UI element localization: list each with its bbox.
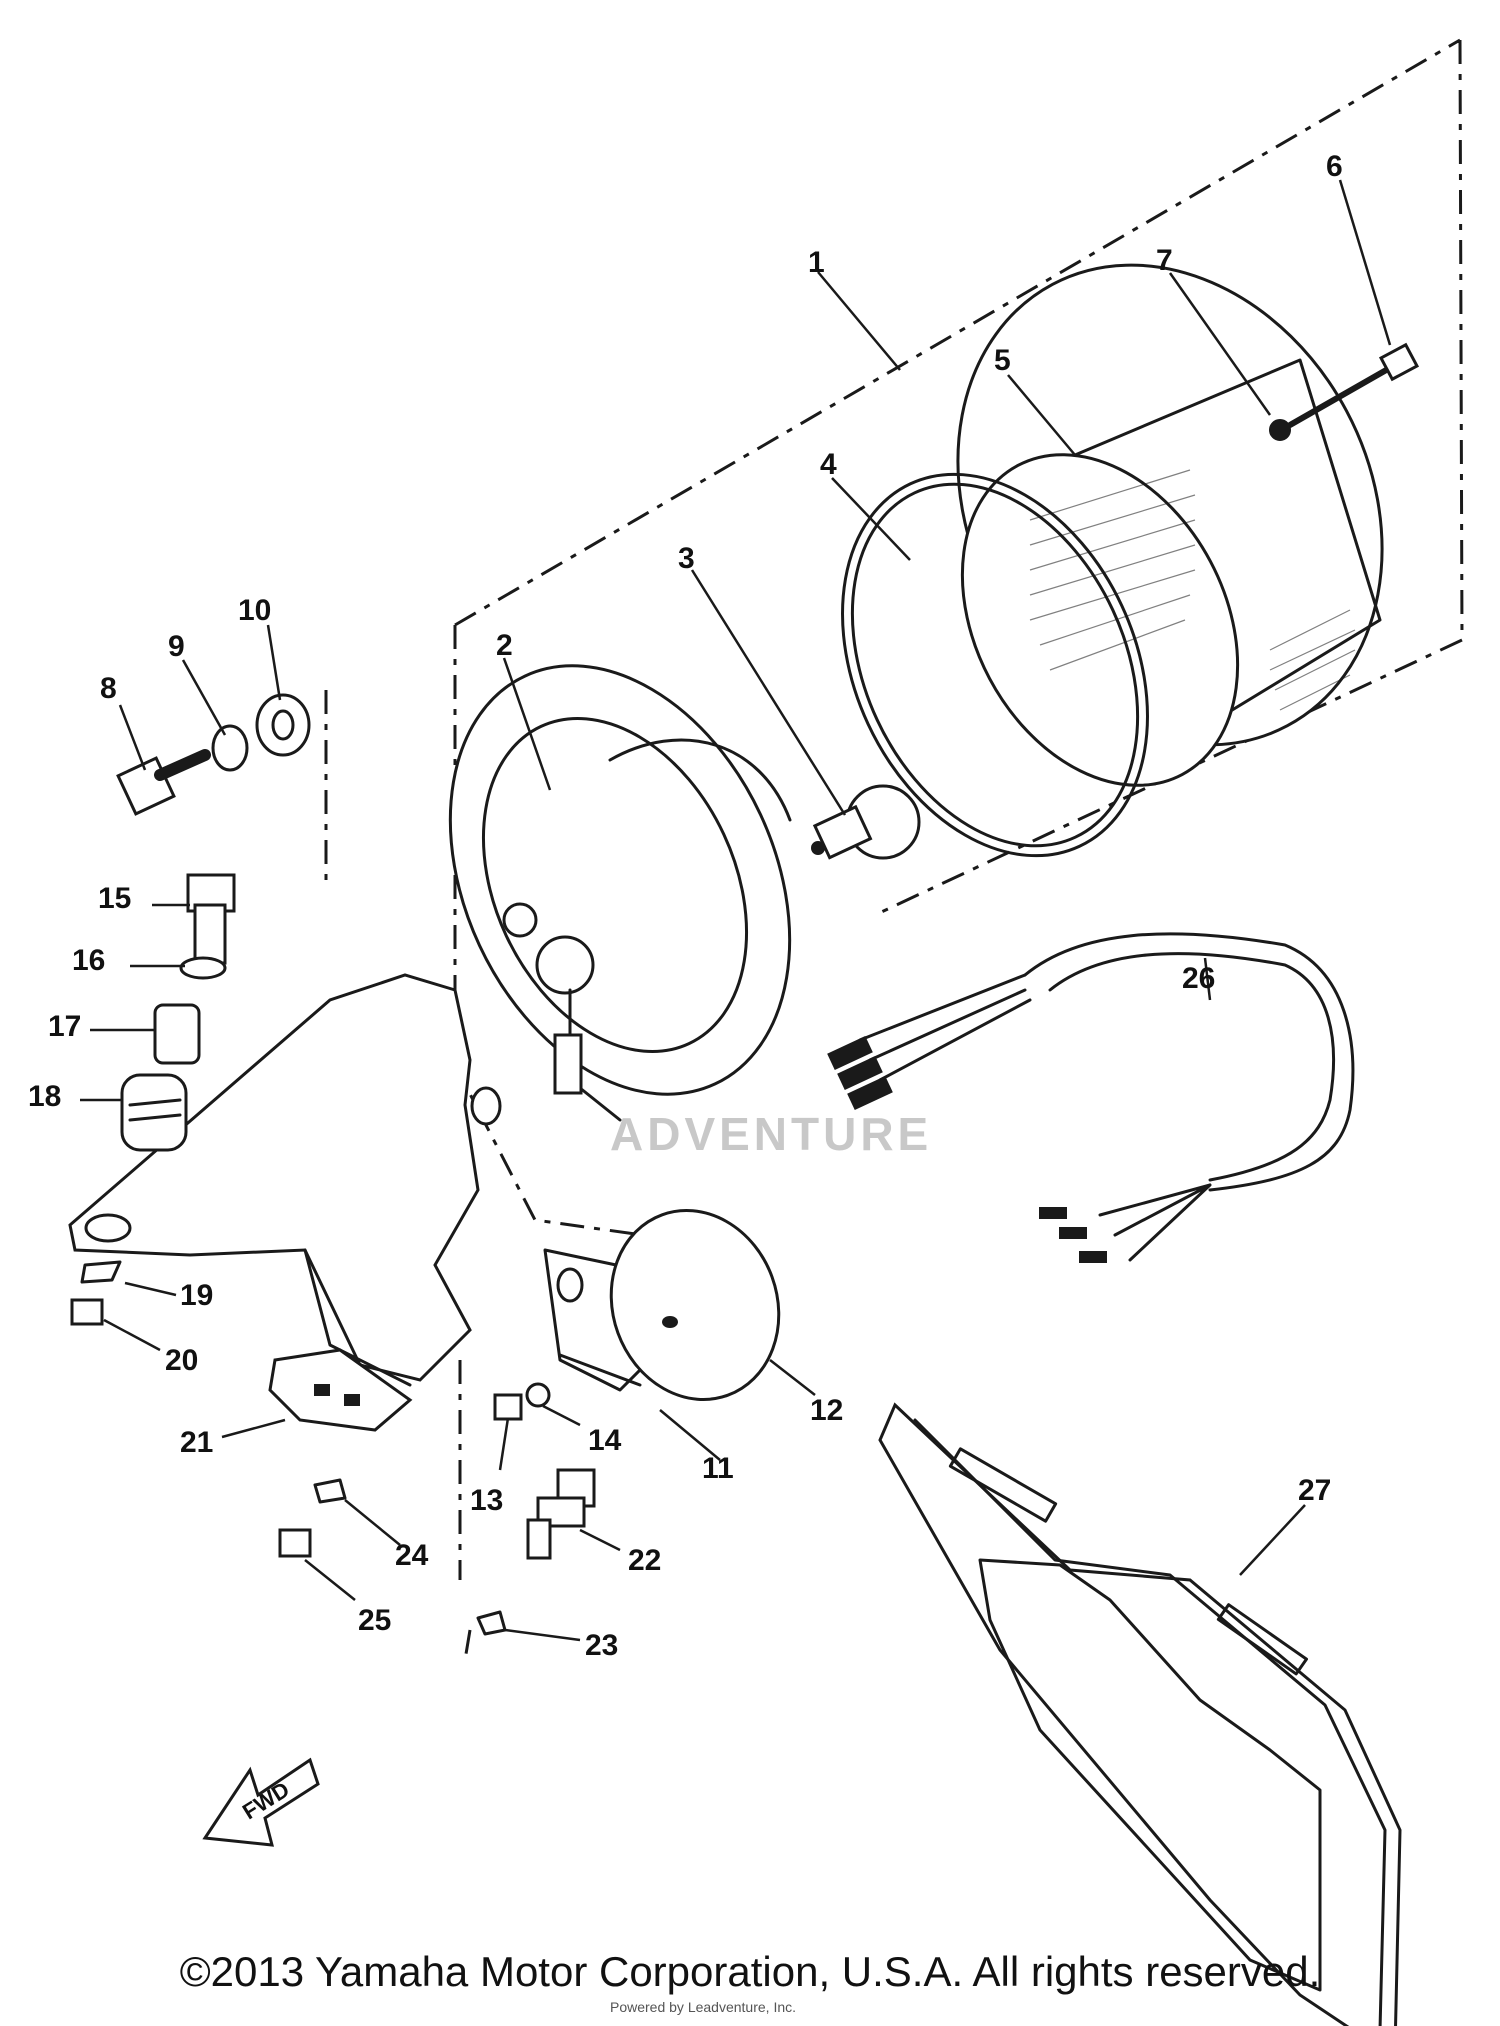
washer-14-part <box>525 1382 551 1408</box>
washer-part <box>1269 419 1291 441</box>
copyright-notice: ©2013 Yamaha Motor Corporation, U.S.A. A… <box>179 1948 1321 1995</box>
callout-22: 22 <box>628 1544 661 1577</box>
assembly-boundary-lines <box>453 38 1464 1252</box>
callout-17: 17 <box>48 1010 81 1043</box>
nut-part <box>255 693 311 757</box>
callout-12: 12 <box>810 1394 843 1427</box>
callout-19: 19 <box>180 1279 213 1312</box>
callout-18: 18 <box>28 1080 61 1113</box>
callout-15: 15 <box>98 882 131 915</box>
wire-harness-part <box>827 932 1355 1263</box>
callout-23: 23 <box>585 1629 618 1662</box>
callout-3: 3 <box>678 542 695 575</box>
washer-23-part <box>476 1610 507 1636</box>
bolt-part <box>116 749 211 816</box>
gasket-ring-part <box>841 472 1149 858</box>
bracket-part <box>68 973 652 1392</box>
callout-21: 21 <box>180 1426 213 1459</box>
screw-22-part <box>526 1468 596 1560</box>
plate-part <box>268 1348 413 1432</box>
washer-16-part <box>179 956 227 980</box>
credit-text: Powered by Leadventure, Inc. <box>610 1999 796 2015</box>
callout-25: 25 <box>358 1604 391 1637</box>
bolt-15-part <box>186 873 236 965</box>
callout-1: 1 <box>808 246 825 279</box>
callout-6: 6 <box>1326 150 1343 183</box>
callout-13: 13 <box>470 1484 503 1517</box>
watermark: ADVENTURE <box>610 1108 932 1160</box>
callout-4: 4 <box>820 448 837 481</box>
callout-8: 8 <box>100 672 117 705</box>
screw-part <box>1287 342 1420 428</box>
washer-24-part <box>313 1478 347 1504</box>
license-bracket-part <box>878 1402 1402 2026</box>
collar-part <box>153 1003 201 1065</box>
spring-washer-part <box>80 1260 122 1284</box>
lens-housing-part <box>956 263 1384 787</box>
bulb-part <box>811 784 921 860</box>
callout-24: 24 <box>395 1539 429 1572</box>
callout-16: 16 <box>72 944 105 977</box>
nut-20-part <box>70 1298 104 1326</box>
callout-7: 7 <box>1156 244 1173 277</box>
callout-26: 26 <box>1182 962 1215 995</box>
reflector-stud <box>662 1316 678 1328</box>
callout-27: 27 <box>1298 1474 1331 1507</box>
callout-9: 9 <box>168 630 185 663</box>
damper-part <box>120 1073 188 1152</box>
callout-labels: 1 2 3 4 5 6 7 8 9 10 11 12 13 14 15 16 1… <box>28 150 1343 1662</box>
callout-2: 2 <box>496 629 513 662</box>
lamp-base-part <box>448 664 792 1122</box>
forward-direction-arrow: FWD <box>202 1757 320 1847</box>
callout-14: 14 <box>588 1424 622 1457</box>
nut-25-part <box>278 1528 312 1558</box>
callout-20: 20 <box>165 1344 198 1377</box>
callout-5: 5 <box>994 344 1011 377</box>
reflector-part <box>609 1209 781 1401</box>
leader-lines <box>80 179 1392 1661</box>
callout-11: 11 <box>702 1452 734 1485</box>
callout-10: 10 <box>238 594 271 627</box>
nut-13-part <box>493 1393 523 1421</box>
plain-washer-part <box>211 724 249 772</box>
